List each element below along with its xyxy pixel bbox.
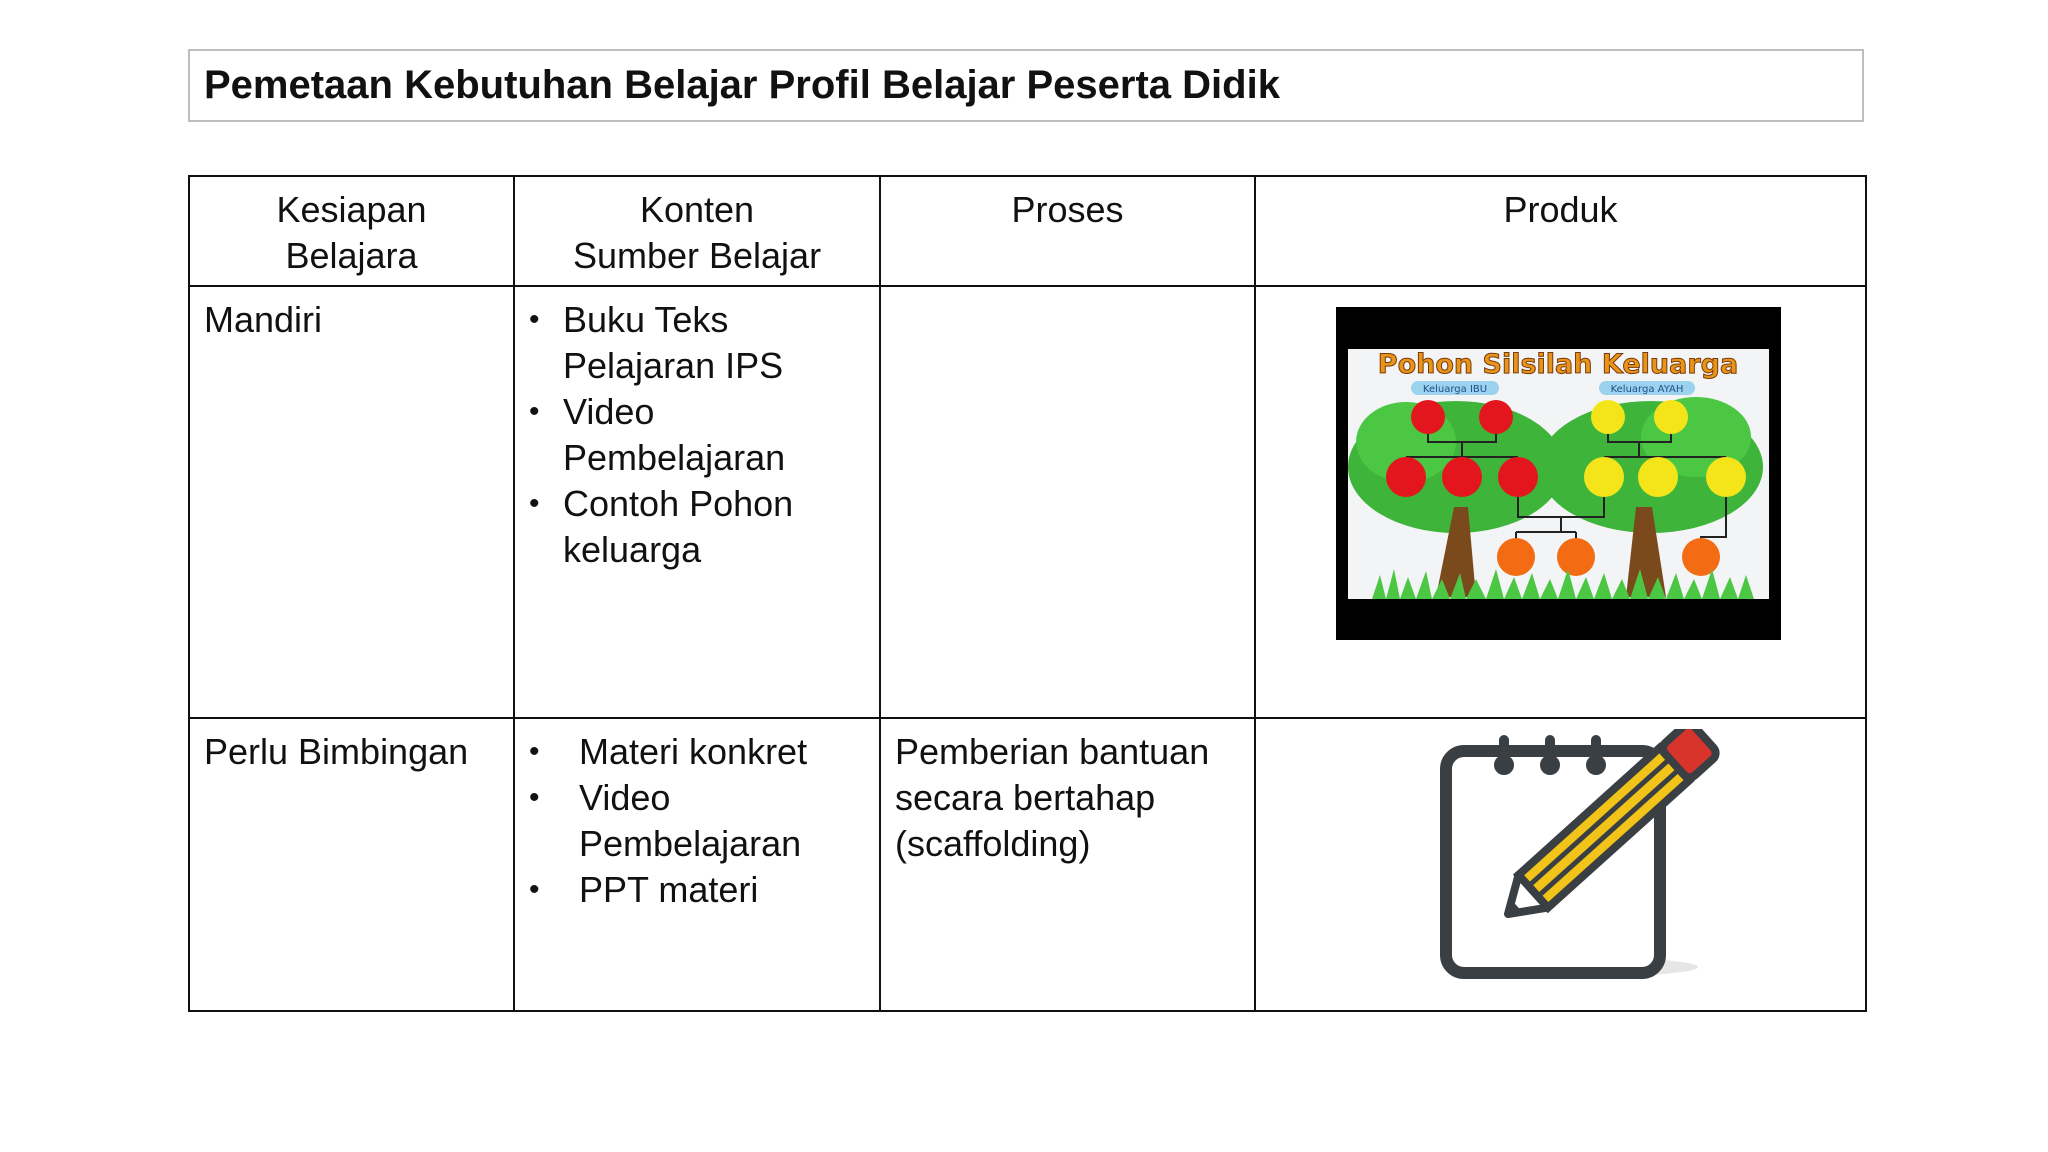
header-produk: Produk: [1254, 175, 1867, 287]
header-proses: Proses: [879, 175, 1256, 287]
list-item: Video Pembelajaran: [529, 775, 865, 867]
header-kesiapan-line-2: Belajara: [285, 235, 418, 276]
cell-proses: Pemberian bantuan secara bertahap (scaff…: [879, 717, 1256, 1012]
cell-proses: [879, 285, 1256, 719]
list-item: Contoh Pohon keluarga: [529, 481, 865, 573]
list-item: Buku Teks Pelajaran IPS: [529, 297, 865, 389]
learning-needs-table: Kesiapan Belajara Konten Sumber Belajar …: [188, 175, 1867, 1012]
cell-produk: [1254, 717, 1867, 1012]
apple-yellow-group: [1584, 400, 1746, 497]
cell-kesiapan: Perlu Bimbingan: [188, 717, 515, 1012]
table-row: Perlu Bimbingan Materi konkret Video Pem…: [188, 717, 1867, 1012]
cell-konten: Materi konkret Video Pembelajaran PPT ma…: [513, 717, 881, 1012]
table-header-row: Kesiapan Belajara Konten Sumber Belajar …: [188, 175, 1867, 287]
notepad-pencil-icon: [1440, 729, 1720, 979]
family-tree-poster-image: Pohon Silsilah Keluarga Keluarga IBU Kel…: [1336, 307, 1781, 640]
resource-list: Materi konkret Video Pembelajaran PPT ma…: [529, 729, 865, 913]
header-konten-line-2: Sumber Belajar: [572, 235, 822, 276]
header-konten-line-1: Konten: [639, 189, 755, 230]
list-item: Video Pembelajaran: [529, 389, 865, 481]
cell-produk: Pohon Silsilah Keluarga Keluarga IBU Kel…: [1254, 285, 1867, 719]
header-kesiapan-line-1: Kesiapan: [276, 189, 427, 230]
cell-kesiapan: Mandiri: [188, 285, 515, 719]
poster-label-left: Keluarga IBU: [1423, 384, 1487, 395]
apple-orange-group: [1497, 538, 1720, 576]
poster-title: Pohon Silsilah Keluarga: [1378, 349, 1738, 380]
page-title: Pemetaan Kebutuhan Belajar Profil Belaja…: [204, 63, 1280, 107]
cell-konten: Buku Teks Pelajaran IPS Video Pembelajar…: [513, 285, 881, 719]
header-kesiapan: Kesiapan Belajara: [188, 175, 515, 287]
list-item: Materi konkret: [529, 729, 865, 775]
title-box: Pemetaan Kebutuhan Belajar Profil Belaja…: [188, 49, 1864, 122]
resource-list: Buku Teks Pelajaran IPS Video Pembelajar…: [529, 297, 865, 573]
poster-label-right: Keluarga AYAH: [1611, 384, 1684, 395]
list-item: PPT materi: [529, 867, 865, 913]
header-konten: Konten Sumber Belajar: [513, 175, 881, 287]
table-row: Mandiri Buku Teks Pelajaran IPS Video Pe…: [188, 285, 1867, 719]
apple-red-group: [1386, 400, 1538, 497]
